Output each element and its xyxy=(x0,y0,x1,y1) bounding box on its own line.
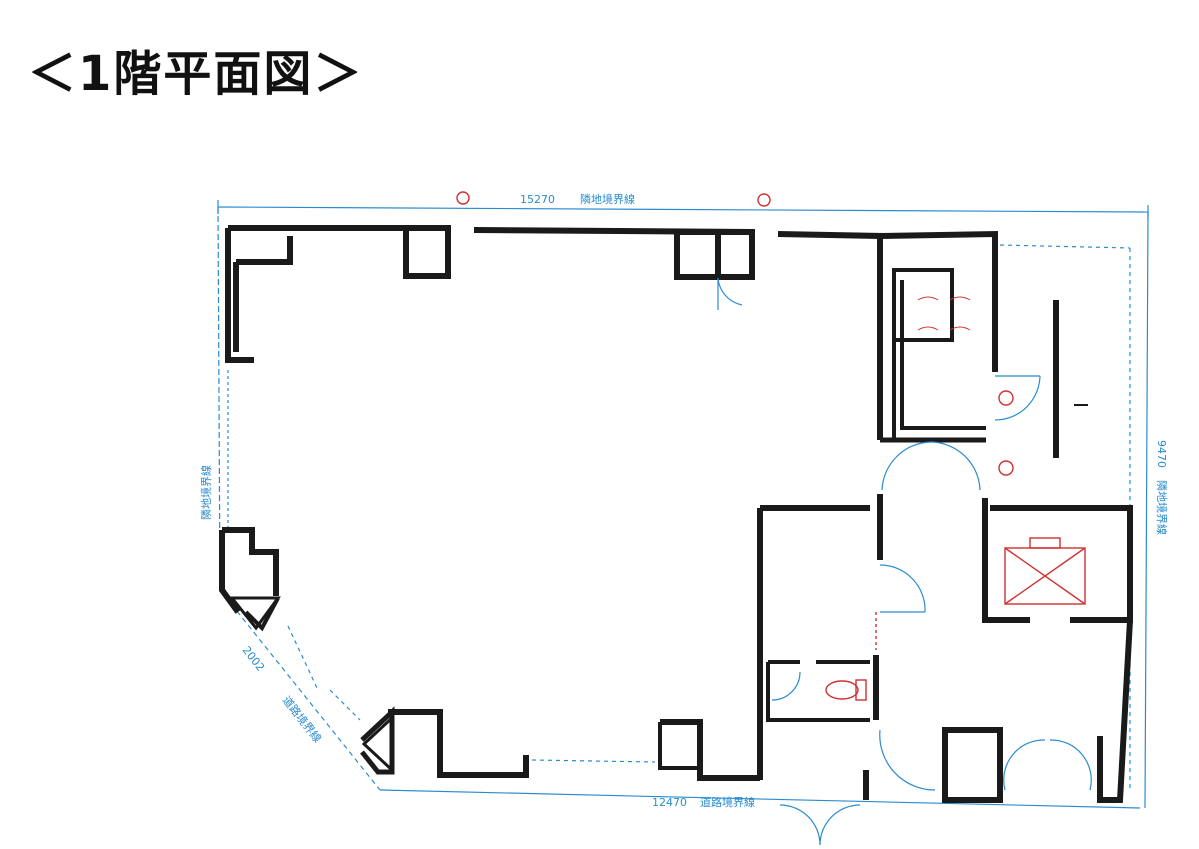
fixtures xyxy=(456,191,1086,701)
left-dimension-note: 隣地境界線 xyxy=(199,465,213,520)
diagonal-dimension: 2002 xyxy=(240,644,267,674)
bottom-dimension-note: 道路境界線 xyxy=(700,795,755,809)
marker-circle xyxy=(456,191,470,205)
top-dimension-note: 隣地境界線 xyxy=(580,192,635,206)
door-swings xyxy=(287,277,1092,846)
walls xyxy=(219,225,1133,803)
top-dimension: 15270 xyxy=(520,193,555,206)
bay-wedges xyxy=(228,596,394,774)
bottom-dimension: 12470 xyxy=(652,796,687,809)
marker-circle xyxy=(998,390,1014,406)
marker-circle xyxy=(757,193,771,207)
page-title: ＜1階平面図＞ xyxy=(28,46,364,102)
diagonal-dimension-note: 道路境界線 xyxy=(280,693,325,745)
marker-circle xyxy=(998,460,1014,476)
right-dimension-note: 隣地境界線 xyxy=(1155,480,1169,535)
right-dimension: 9470 xyxy=(1155,440,1168,468)
boundary-lines xyxy=(217,200,1149,809)
dimension-labels: 15270 隣地境界線 12470 道路境界線 隣地境界線 9470 隣地境界線… xyxy=(199,192,1169,809)
toilet-icon xyxy=(825,680,859,700)
